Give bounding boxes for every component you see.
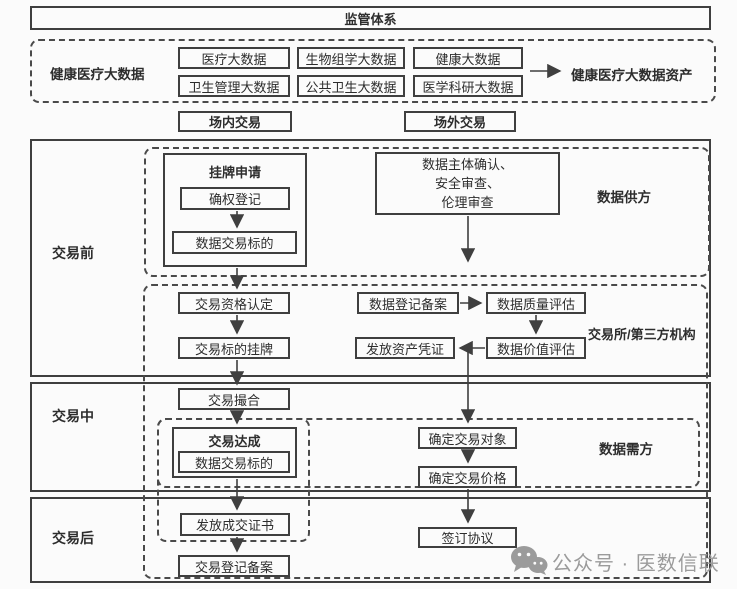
- listing-application-title: 挂牌申请: [208, 165, 261, 180]
- node-deal-certificate: 发放成交证书: [180, 513, 290, 536]
- phase-pre-label: 交易前: [52, 245, 94, 261]
- deal-conclusion-title: 交易达成: [208, 434, 261, 449]
- data-supplier-label: 数据供方: [597, 190, 651, 205]
- health-bigdata-region: [30, 39, 716, 103]
- node-confirm-object: 确定交易对象: [418, 427, 517, 449]
- regulator-box: 监管体系: [30, 6, 711, 30]
- phase-post-label: 交易后: [52, 530, 94, 546]
- node-biomics-bigdata: 生物组学大数据: [297, 47, 405, 69]
- exchange-thirdparty-label: 交易所/第三方机构: [588, 327, 696, 342]
- onsite-trading-box: 场内交易: [178, 111, 292, 132]
- node-health-bigdata: 健康大数据: [413, 47, 523, 69]
- offsite-trading-box: 场外交易: [404, 111, 516, 132]
- node-public-health-bigdata: 公共卫生大数据: [297, 75, 405, 97]
- node-sign-agreement: 签订协议: [418, 527, 517, 548]
- node-subject-listing: 交易标的挂牌: [178, 337, 290, 359]
- node-medical-research-bigdata: 医学科研大数据: [413, 75, 523, 97]
- wechat-icon: [511, 546, 548, 575]
- node-asset-certificate: 发放资产凭证: [355, 337, 455, 359]
- node-matching: 交易撮合: [178, 388, 290, 410]
- node-data-registration: 数据登记备案: [357, 292, 459, 314]
- node-rights-registration: 确权登记: [180, 187, 290, 210]
- subject-confirmation-box: 数据主体确认、 安全审查、 伦理审查: [375, 152, 560, 215]
- node-trade-registration: 交易登记备案: [178, 555, 290, 577]
- node-value-assessment: 数据价值评估: [486, 337, 586, 359]
- phase-mid-label: 交易中: [52, 408, 94, 424]
- subject-confirmation-line1: 数据主体确认、: [421, 157, 513, 172]
- node-quality-assessment: 数据质量评估: [486, 292, 586, 314]
- node-qualification: 交易资格认定: [178, 292, 290, 314]
- watermark-text: 公众号 · 医数信联: [552, 553, 720, 575]
- subject-confirmation-line3: 伦理审查: [441, 195, 494, 210]
- exchange-thirdparty-region: [143, 284, 708, 579]
- subject-confirmation-line2: 安全审查、: [434, 176, 500, 191]
- node-trade-subject-mid: 数据交易标的: [178, 451, 290, 473]
- node-trade-subject-pre: 数据交易标的: [172, 231, 297, 254]
- data-supplier-region: [144, 147, 710, 277]
- health-bigdata-label: 健康医疗大数据: [50, 67, 145, 82]
- health-bigdata-asset-label: 健康医疗大数据资产: [571, 68, 693, 83]
- node-health-mgmt-bigdata: 卫生管理大数据: [178, 75, 290, 97]
- node-confirm-price: 确定交易价格: [418, 466, 517, 488]
- data-demander-label: 数据需方: [599, 442, 653, 457]
- node-medical-bigdata: 医疗大数据: [178, 47, 290, 69]
